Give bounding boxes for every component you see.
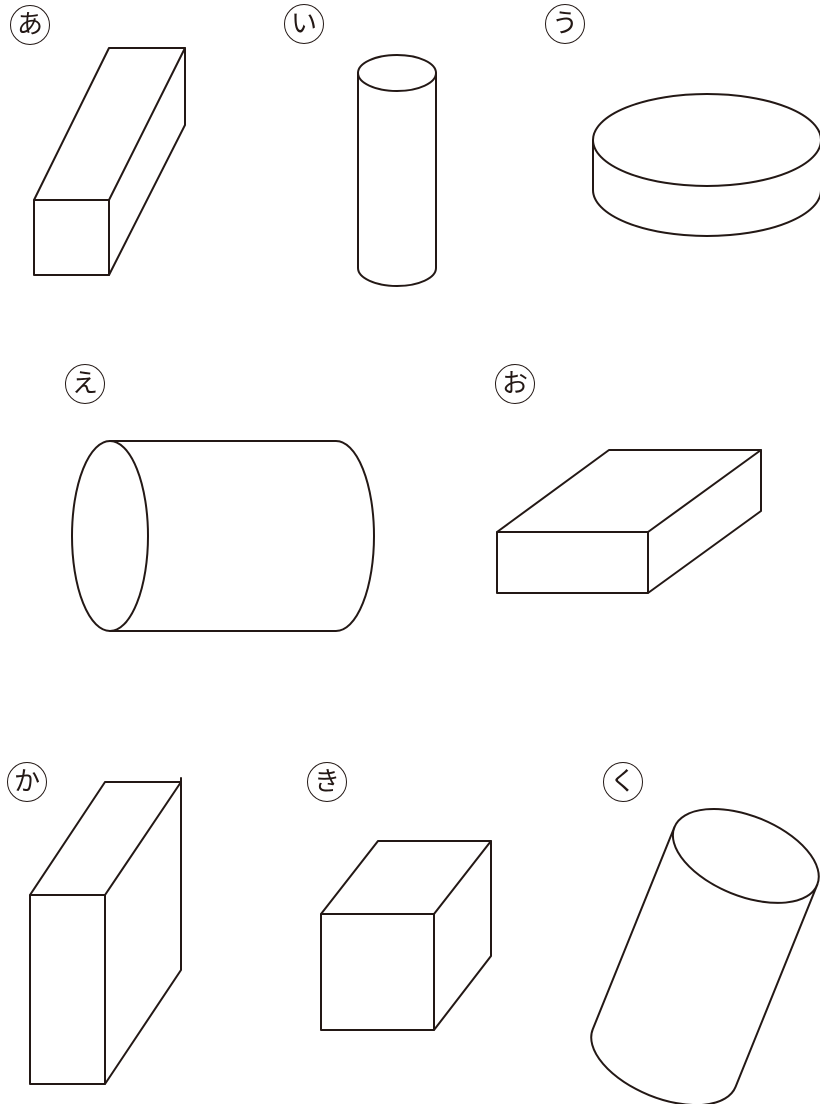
shape-e-end-ellipse xyxy=(71,440,149,632)
shape-ki-top-face xyxy=(320,840,492,915)
shape-ka-side-face xyxy=(104,777,182,1085)
shape-i-top-ellipse xyxy=(357,54,437,92)
label-ku-text: く xyxy=(609,767,636,797)
label-o: お xyxy=(495,364,535,404)
label-i-text: い xyxy=(290,9,317,39)
label-o-text: お xyxy=(501,369,528,399)
label-ka: か xyxy=(7,762,47,802)
shape-ku-top-ellipse xyxy=(671,807,820,904)
shape-a-top-face xyxy=(33,47,186,201)
shape-ka-prism xyxy=(29,777,182,1085)
shape-i-body xyxy=(357,72,437,287)
shape-ka-front-face xyxy=(29,894,106,1085)
shape-a-prism xyxy=(33,47,186,276)
shape-i-cylinder xyxy=(357,54,437,287)
shape-ki-front-face xyxy=(320,913,435,1031)
shape-o-top-face xyxy=(496,449,762,533)
shape-o-front-face xyxy=(496,531,649,594)
shape-o-side-face xyxy=(647,449,762,594)
shape-o-prism xyxy=(496,449,762,594)
label-u: う xyxy=(545,4,585,44)
label-e-text: え xyxy=(71,369,98,399)
shape-ki-prism xyxy=(320,840,492,1031)
shape-e-body xyxy=(109,440,375,632)
shape-u-top-ellipse xyxy=(592,93,820,187)
label-a-text: あ xyxy=(16,10,43,40)
label-u-text: う xyxy=(551,9,578,39)
shape-u-body xyxy=(592,139,820,237)
shape-ku-cylinder xyxy=(590,807,820,1104)
label-ka-text: か xyxy=(13,767,40,797)
label-i: い xyxy=(284,4,324,44)
shape-a-side-face xyxy=(108,47,186,276)
label-ki-text: き xyxy=(313,767,340,797)
label-ki: き xyxy=(307,762,347,802)
label-e: え xyxy=(65,364,105,404)
shape-ka-top-face xyxy=(29,781,182,896)
shape-a-front-face xyxy=(33,199,110,276)
label-ku: く xyxy=(603,762,643,802)
shape-ku-body xyxy=(590,826,819,1104)
shape-ki-side-face xyxy=(433,840,492,1031)
label-a: あ xyxy=(10,5,50,45)
shape-e-cylinder xyxy=(71,440,375,632)
shape-u-cylinder xyxy=(592,93,820,237)
